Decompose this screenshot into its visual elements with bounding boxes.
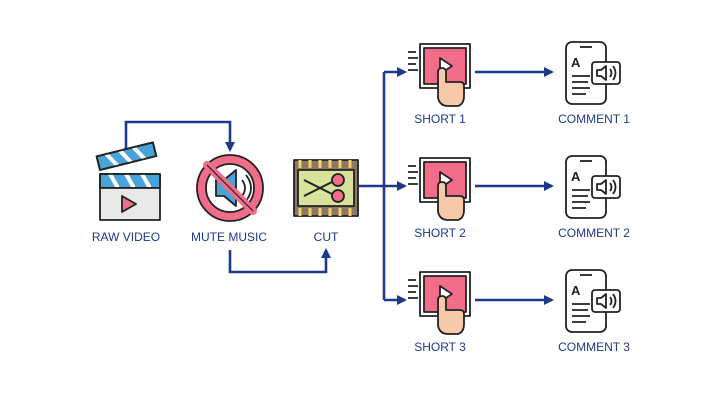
comment-3-label: COMMENT 3 (558, 340, 630, 354)
mute-music-label: MUTE MUSIC (191, 230, 267, 244)
svg-text:A: A (571, 55, 581, 70)
scissors-film-icon (293, 159, 359, 217)
connectors (124, 67, 554, 305)
short-2-label: SHORT 2 (414, 226, 466, 240)
svg-text:A: A (571, 169, 581, 184)
short-3-touch-play-video-icon (408, 271, 471, 335)
arrow-raw-video-to-mute-music (124, 120, 235, 158)
mute-speaker-icon (196, 154, 264, 222)
comment-3-phone-audio-text-icon: A (565, 269, 621, 333)
cut-label: CUT (313, 230, 339, 244)
short-1-touch-play-video-icon (408, 43, 471, 107)
short-3-label: SHORT 3 (414, 340, 466, 354)
comment-1-phone-audio-text-icon: A (565, 41, 621, 105)
comment-1-label: COMMENT 1 (558, 112, 630, 126)
short-1-label: SHORT 1 (414, 112, 466, 126)
clapperboard-icon (95, 141, 161, 221)
comment-2-label: COMMENT 2 (558, 226, 630, 240)
svg-text:A: A (571, 283, 581, 298)
raw-video-label: RAW VIDEO (91, 230, 161, 244)
arrow-mute-music-to-cut (228, 248, 331, 274)
comment-2-phone-audio-text-icon: A (565, 155, 621, 219)
short-2-touch-play-video-icon (408, 157, 471, 221)
